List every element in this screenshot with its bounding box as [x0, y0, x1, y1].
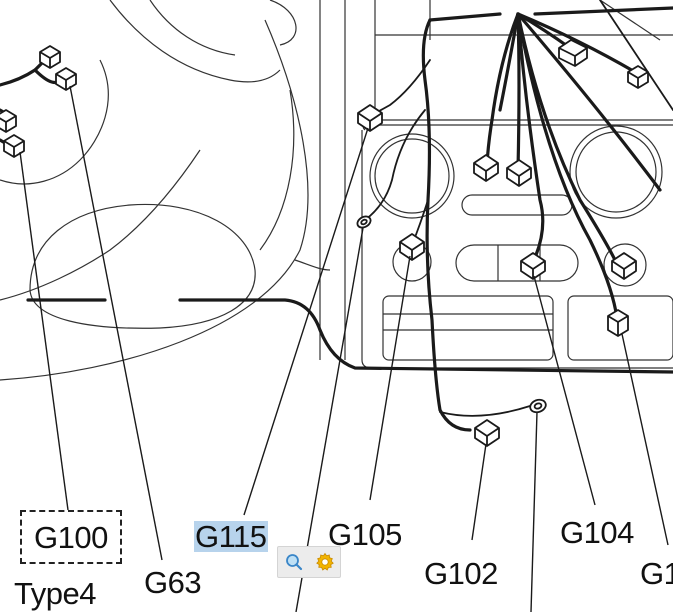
ground-terminals	[356, 215, 547, 414]
label-g102: G102	[424, 556, 498, 591]
search-button[interactable]	[283, 551, 305, 573]
label-g100: G100	[34, 520, 108, 555]
selection-mini-toolbar	[277, 546, 341, 578]
gear-icon	[315, 552, 334, 571]
leader-lines	[19, 85, 669, 612]
label-g63: G63	[144, 565, 202, 600]
settings-button[interactable]	[314, 551, 336, 573]
wiring-harness	[0, 6, 673, 432]
label-g104: G104	[560, 515, 634, 550]
type4-dashed-box	[20, 510, 122, 564]
label-g115-selected[interactable]: G115	[194, 519, 268, 554]
harness-branches	[364, 0, 673, 417]
search-icon	[285, 554, 302, 571]
label-g105: G105	[328, 517, 402, 552]
label-type4: Type4	[14, 576, 96, 611]
label-g1-partial: G1	[640, 558, 673, 589]
connectors	[0, 39, 649, 447]
